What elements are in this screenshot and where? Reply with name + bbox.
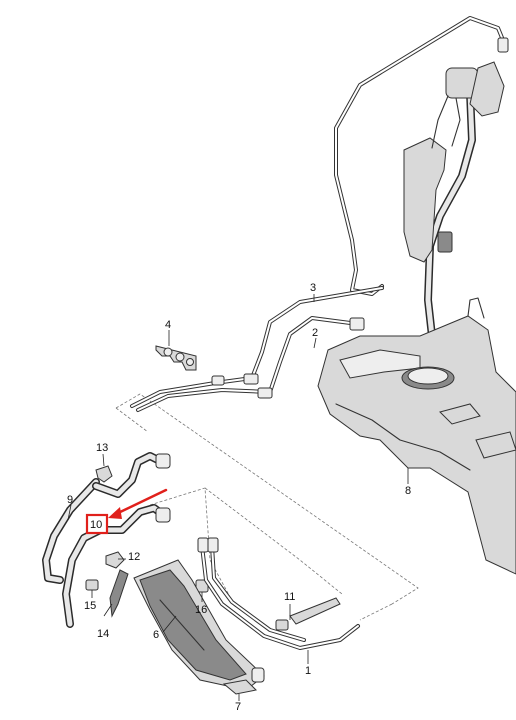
callout-10: 10 bbox=[90, 519, 102, 531]
callout-2: 2 bbox=[312, 327, 318, 339]
bracket-icon bbox=[109, 569, 129, 618]
callout-3: 3 bbox=[310, 282, 316, 294]
sleeve-icon bbox=[289, 597, 341, 625]
callout-9: 9 bbox=[67, 494, 73, 506]
line-connector bbox=[349, 317, 365, 331]
clip-icon bbox=[105, 551, 125, 569]
filler-neck-assembly bbox=[403, 61, 505, 340]
rear-lines-left bbox=[130, 373, 273, 412]
callout-11: 11 bbox=[284, 591, 295, 603]
fuel-line-lower bbox=[197, 537, 360, 650]
clip-icon bbox=[95, 465, 113, 483]
callout-8: 8 bbox=[405, 485, 411, 497]
callout-15: 15 bbox=[84, 600, 96, 612]
protection-panel bbox=[133, 559, 265, 695]
clip-icon bbox=[222, 679, 258, 695]
assembly-boundary-dashed bbox=[115, 393, 419, 621]
callout-4: 4 bbox=[165, 319, 171, 331]
fuel-line-long bbox=[250, 16, 509, 380]
clip-icon bbox=[85, 579, 99, 591]
callout-labels: 1 2 3 4 6 7 8 9 10 11 12 13 14 15 16 bbox=[67, 282, 411, 713]
highlight-callout-10 bbox=[85, 488, 168, 535]
callout-6: 6 bbox=[153, 629, 159, 641]
line-connector bbox=[497, 37, 509, 53]
callout-7: 7 bbox=[235, 701, 241, 713]
callout-1: 1 bbox=[305, 665, 311, 677]
fuel-tank bbox=[317, 297, 516, 575]
fuel-line-short bbox=[268, 316, 365, 394]
callout-14: 14 bbox=[97, 628, 109, 640]
line-clip-holder bbox=[155, 345, 197, 371]
callout-13: 13 bbox=[96, 442, 108, 454]
callout-16: 16 bbox=[195, 604, 207, 616]
callout-12: 12 bbox=[128, 551, 140, 563]
leader-lines bbox=[67, 294, 409, 701]
